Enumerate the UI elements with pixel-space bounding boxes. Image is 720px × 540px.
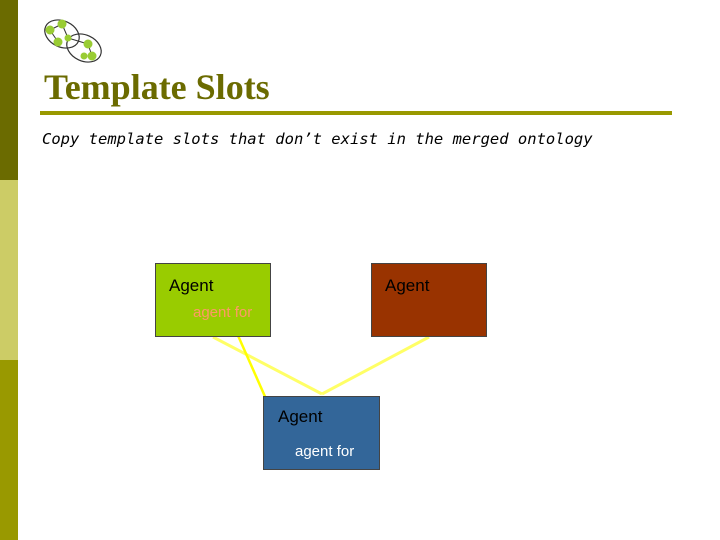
slide-subtitle: Copy template slots that don’t exist in … — [42, 130, 593, 148]
source-agent-node-green: Agent agent for — [155, 263, 271, 337]
decorative-sidebar — [0, 0, 18, 540]
node-slot-label: agent for — [193, 304, 253, 321]
sidebar-band-middle — [0, 180, 18, 360]
node-title: Agent — [169, 276, 214, 295]
sidebar-band-top — [0, 0, 18, 180]
merge-line-left — [212, 335, 323, 396]
slide-title: Template Slots — [44, 67, 270, 107]
network-logo-icon — [44, 19, 102, 63]
source-agent-node-brown: Agent — [371, 263, 487, 337]
node-title: Agent — [385, 276, 430, 295]
merged-agent-node-blue: Agent agent for — [263, 396, 380, 470]
sidebar-band-bottom — [0, 360, 18, 540]
title-underline — [40, 111, 672, 115]
node-slot-label: agent for — [295, 443, 355, 460]
merge-line-right — [321, 335, 430, 396]
node-title: Agent — [278, 407, 323, 426]
